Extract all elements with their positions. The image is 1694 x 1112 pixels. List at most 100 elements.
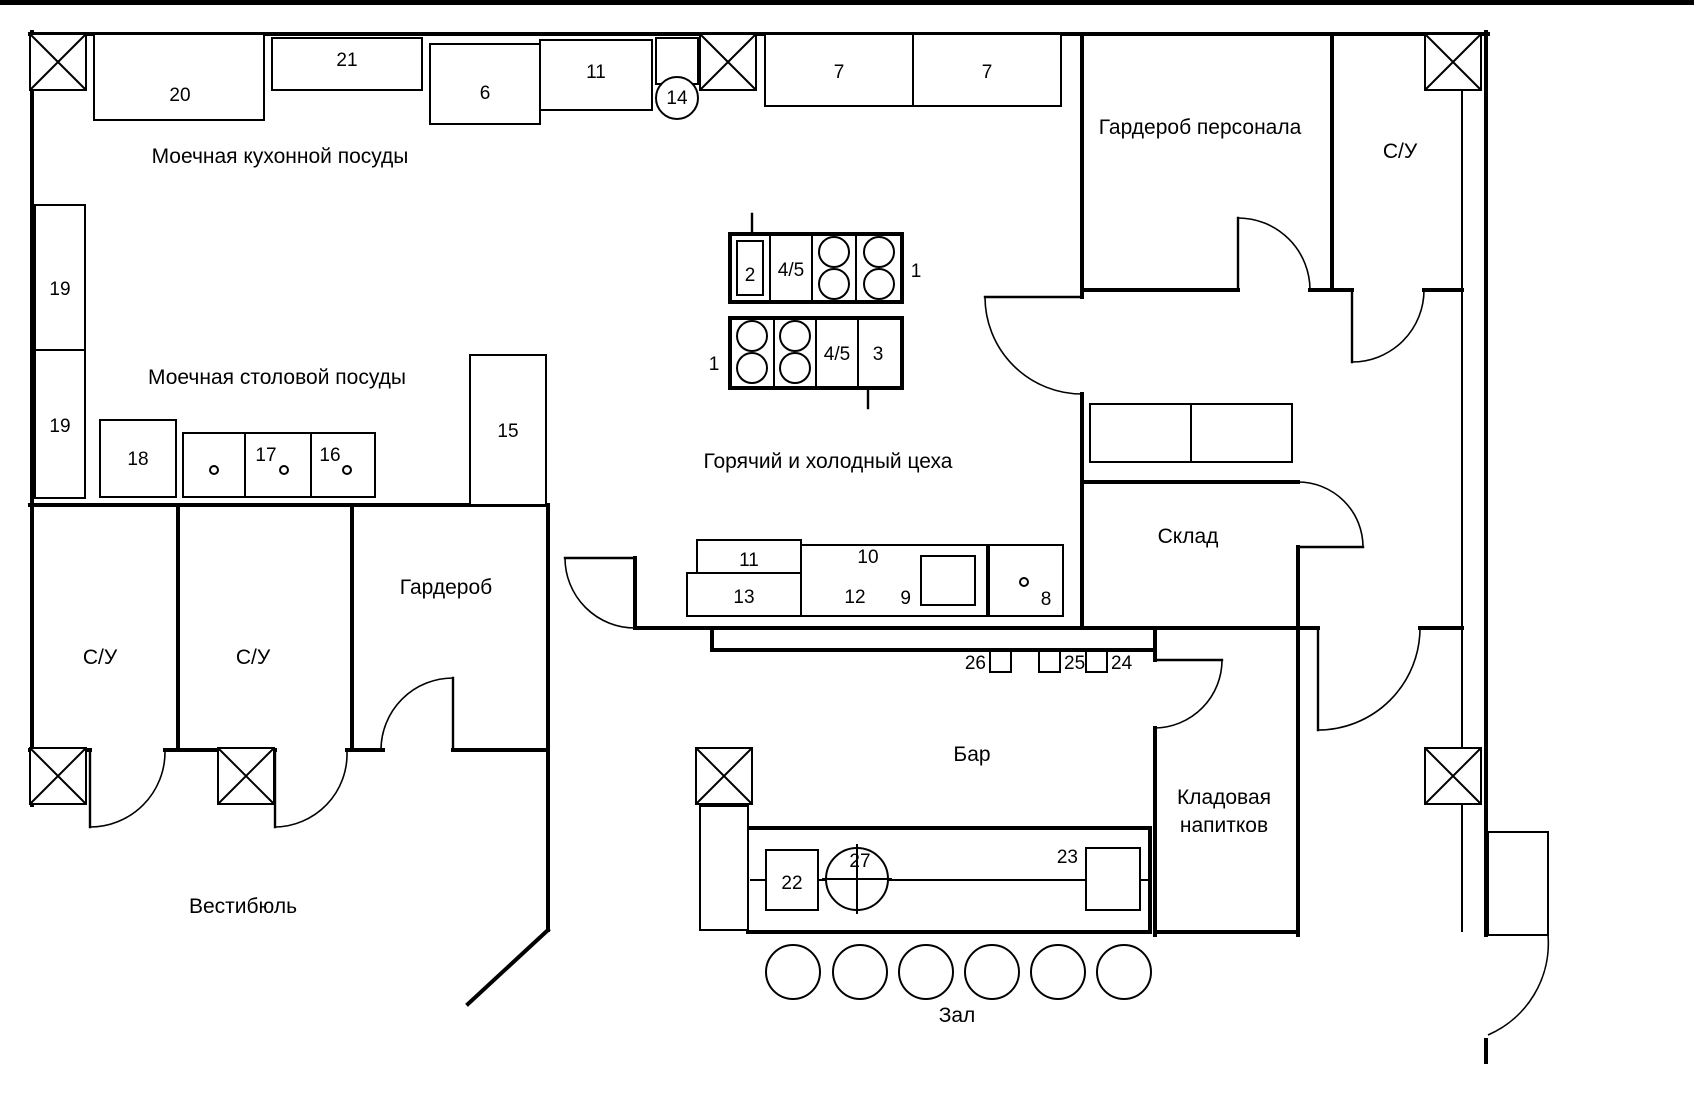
room-label-vestibule: Вестибюль [189,895,297,918]
room-labels: Моечная кухонной посуды Моечная столовой… [83,116,1418,1027]
equipment-21 [271,37,423,91]
page-top-border [0,0,1694,5]
room-label-kitchen-washing: Моечная кухонной посуды [152,145,409,168]
door-swing-arc [1154,659,1223,729]
equipment-divider [244,433,312,497]
door-swing-arc [274,751,348,828]
burner [863,268,895,300]
equipment-label: 13 [733,587,754,608]
door-wc-top [1350,288,1425,364]
door-warehouse [1296,481,1365,549]
island-divider [773,318,859,388]
equipment-label: 23 [1057,847,1078,868]
door-swing-arc [984,296,1083,395]
equipment-label: 2 [745,265,756,286]
column-x [699,33,757,91]
equipment-label: 22 [781,873,802,894]
column-x [29,33,87,91]
equipment-label: 15 [497,421,518,442]
table-circle [964,944,1020,1000]
room-label-staff-wardrobe: Гардероб персонала [1099,116,1302,139]
burner [736,320,768,352]
equipment-label: 21 [336,50,357,71]
equipment-label: 3 [873,344,884,365]
room-label-wc-left-2: С/У [236,646,271,669]
walls-outer [28,30,1490,1064]
equipment-label: 19 [49,279,70,300]
room-label-beverage-line2: напитков [1180,814,1268,837]
burner [779,352,811,384]
equipment-label: 18 [127,449,148,470]
bar-area: 26 25 24 22 27 23 [699,650,1141,931]
equipment-label: 7 [982,62,993,83]
equipment-11 [539,39,653,111]
equipment-2-inner [736,240,764,296]
bar-station [699,805,749,931]
equipment-20 [93,33,265,121]
sink-hole [342,465,352,475]
equipment-15 [469,354,547,506]
door-swing-arc [380,677,454,751]
equipment-label: 19 [49,416,70,437]
sink-hole [209,465,219,475]
table-circle [1030,944,1086,1000]
equipment-top-row: 20 21 6 11 14 7 7 [93,33,1062,125]
door-swing-arc [1317,627,1421,731]
column-x [1424,747,1482,805]
walls [28,30,1490,1064]
door-swing-arc [564,557,636,629]
door-exterior [1487,831,1550,1036]
room-label-wardrobe: Гардероб [400,576,492,599]
equipment-label: 17 [255,445,276,466]
equipment-7-left [764,33,914,107]
equipment-label: 14 [666,88,688,109]
door-corridor [563,556,637,629]
equipment-label: 1 [709,354,720,375]
equipment-label: 4/5 [824,344,850,365]
equipment-label: 10 [857,547,878,568]
equipment-24-box [1085,650,1108,673]
equipment-13 [686,572,802,617]
equipment-25-box [1038,650,1061,673]
equipment-26-box [989,650,1012,673]
bar-counter-walls [746,826,1152,934]
door-staff-wardrobe [1236,216,1311,292]
door-corridor-right [1316,626,1421,732]
room-label-wc-top: С/У [1383,140,1418,163]
equipment-19-top [34,204,86,351]
column-x [695,747,753,805]
door-wardrobe [380,676,455,752]
cooking-island: 2 4/5 1 1 4/5 3 [709,212,921,410]
burner [818,236,850,268]
equipment-27-cross [822,844,892,914]
room-label-bar: Бар [953,743,990,766]
equipment-22 [765,849,819,911]
equipment-label: 25 [1064,653,1085,674]
room-label-hall: Зал [939,1004,976,1027]
equipment-label: 20 [169,85,190,106]
room-label-wc-left-1: С/У [83,646,118,669]
equipment-7-right [912,33,1062,107]
equipment-label: 8 [1041,589,1052,610]
equipment-label: 6 [480,83,491,104]
door-beverage-storage [1153,658,1224,729]
equipment-label: 7 [834,62,845,83]
door-swing-arc [1487,934,1550,1036]
equipment-9 [920,555,976,606]
room-label-tableware-washing: Моечная столовой посуды [148,366,406,389]
equipment-label: 24 [1111,653,1133,674]
equipment-23 [1085,847,1141,911]
equipment-label: 26 [965,653,986,674]
column-x [217,747,275,805]
door-swing-arc [1237,217,1311,291]
room-label-hot-cold: Горячий и холодный цеха [704,450,953,473]
equipment-label: 9 [900,588,911,609]
pass-through-counter [1089,403,1293,463]
equipment-left: 19 19 18 17 16 15 [34,204,547,506]
equipment-label: 16 [319,445,340,466]
serving-counter: 11 13 10 12 9 8 [686,539,1064,617]
equipment-19-bottom [34,349,86,499]
equipment-label: 4/5 [778,260,804,281]
door-kitchen [983,295,1084,395]
